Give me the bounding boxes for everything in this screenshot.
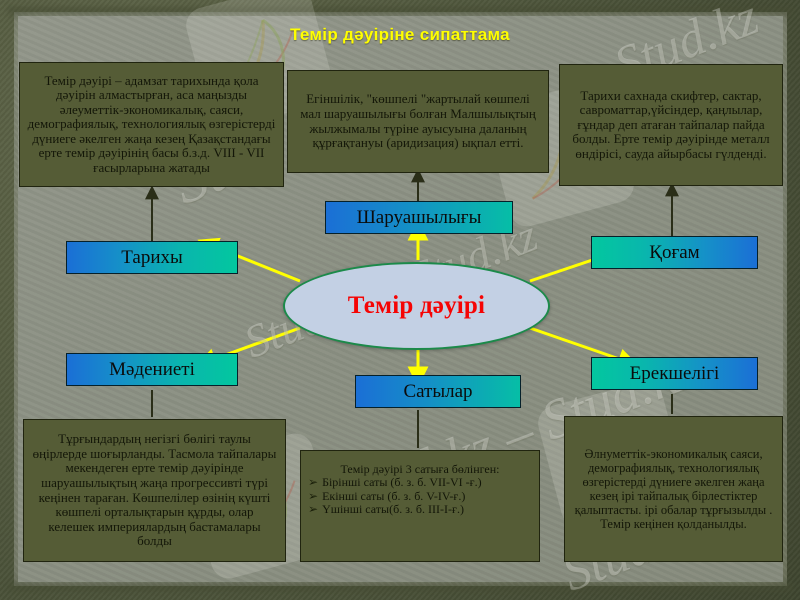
node-qogam[interactable]: Қоғам xyxy=(591,236,758,269)
node-satylar-label: Сатылар xyxy=(403,380,473,402)
node-erekshelig-label: Ерекшелігі xyxy=(629,362,720,384)
node-erekshelig[interactable]: Ерекшелігі xyxy=(591,357,758,390)
bullet-arrow-icon: ➢ xyxy=(308,488,319,503)
node-tarihy-label: Тарихы xyxy=(121,246,183,268)
stage-list-item: ➢ Бірінші саты (б. з. б. VII-VI -ғ.) xyxy=(308,475,532,490)
node-satylar[interactable]: Сатылар xyxy=(355,375,521,408)
node-tarihy[interactable]: Тарихы xyxy=(66,241,238,274)
stage-list-item: ➢ Үшінші саты(б. з. б. III-I-ғ.) xyxy=(308,502,532,517)
infobox-top-center: Егіншілік, "көшпелі "жартылай көшпелі ма… xyxy=(287,70,549,173)
stage-list-item-label: Бірінші саты (б. з. б. VII-VI -ғ.) xyxy=(322,475,482,490)
infobox-bottom-left: Тұрғындардың негізгі бөлігі таулы өңірле… xyxy=(23,419,286,562)
node-qogam-label: Қоғам xyxy=(649,241,700,263)
page-title: Темір дәуіріне сипаттама xyxy=(290,25,510,44)
infobox-bottom-right-text: Әлнуметтік-экономикалық саяси, демографи… xyxy=(574,447,773,531)
bullet-arrow-icon: ➢ xyxy=(308,475,319,490)
node-madenieti-label: Мәдениеті xyxy=(109,358,195,380)
node-madenieti[interactable]: Мәдениеті xyxy=(66,353,238,386)
stage-list-item-label: Екінші саты (б. з. б. V-IV-ғ.) xyxy=(322,488,466,503)
infobox-bottom-left-text: Тұрғындардың негізгі бөлігі таулы өңірле… xyxy=(32,431,277,549)
stage-list-item-label: Үшінші саты(б. з. б. III-I-ғ.) xyxy=(322,502,464,517)
bullet-arrow-icon: ➢ xyxy=(308,502,319,517)
stage-list-heading: Темір дәуірі 3 сатыға бөлінген: xyxy=(340,462,500,476)
infobox-top-left: Темір дәуірі – адамзат тарихында қола дә… xyxy=(19,62,284,187)
center-node-label: Темір дәуірі xyxy=(347,292,486,319)
infobox-top-right-text: Тарихи сахнада скифтер, сактар, савромат… xyxy=(572,87,770,161)
center-node[interactable]: Темір дәуірі xyxy=(283,262,550,350)
infobox-bottom-right: Әлнуметтік-экономикалық саяси, демографи… xyxy=(564,416,783,562)
stage-list-item: ➢ Екінші саты (б. з. б. V-IV-ғ.) xyxy=(308,488,532,503)
infobox-top-center-text: Егіншілік, "көшпелі "жартылай көшпелі ма… xyxy=(300,91,536,151)
infobox-top-right: Тарихи сахнада скифтер, сактар, савромат… xyxy=(559,64,783,186)
stage-list: ➢ Бірінші саты (б. з. б. VII-VI -ғ.) ➢ Е… xyxy=(308,475,532,517)
infobox-bottom-center: Темір дәуірі 3 сатыға бөлінген: ➢ Бірінш… xyxy=(300,450,540,562)
node-sharuashylygy-label: Шаруашылығы xyxy=(356,206,482,228)
infobox-top-left-text: Темір дәуірі – адамзат тарихында қола дә… xyxy=(27,72,276,175)
node-sharuashylygy[interactable]: Шаруашылығы xyxy=(325,201,513,234)
